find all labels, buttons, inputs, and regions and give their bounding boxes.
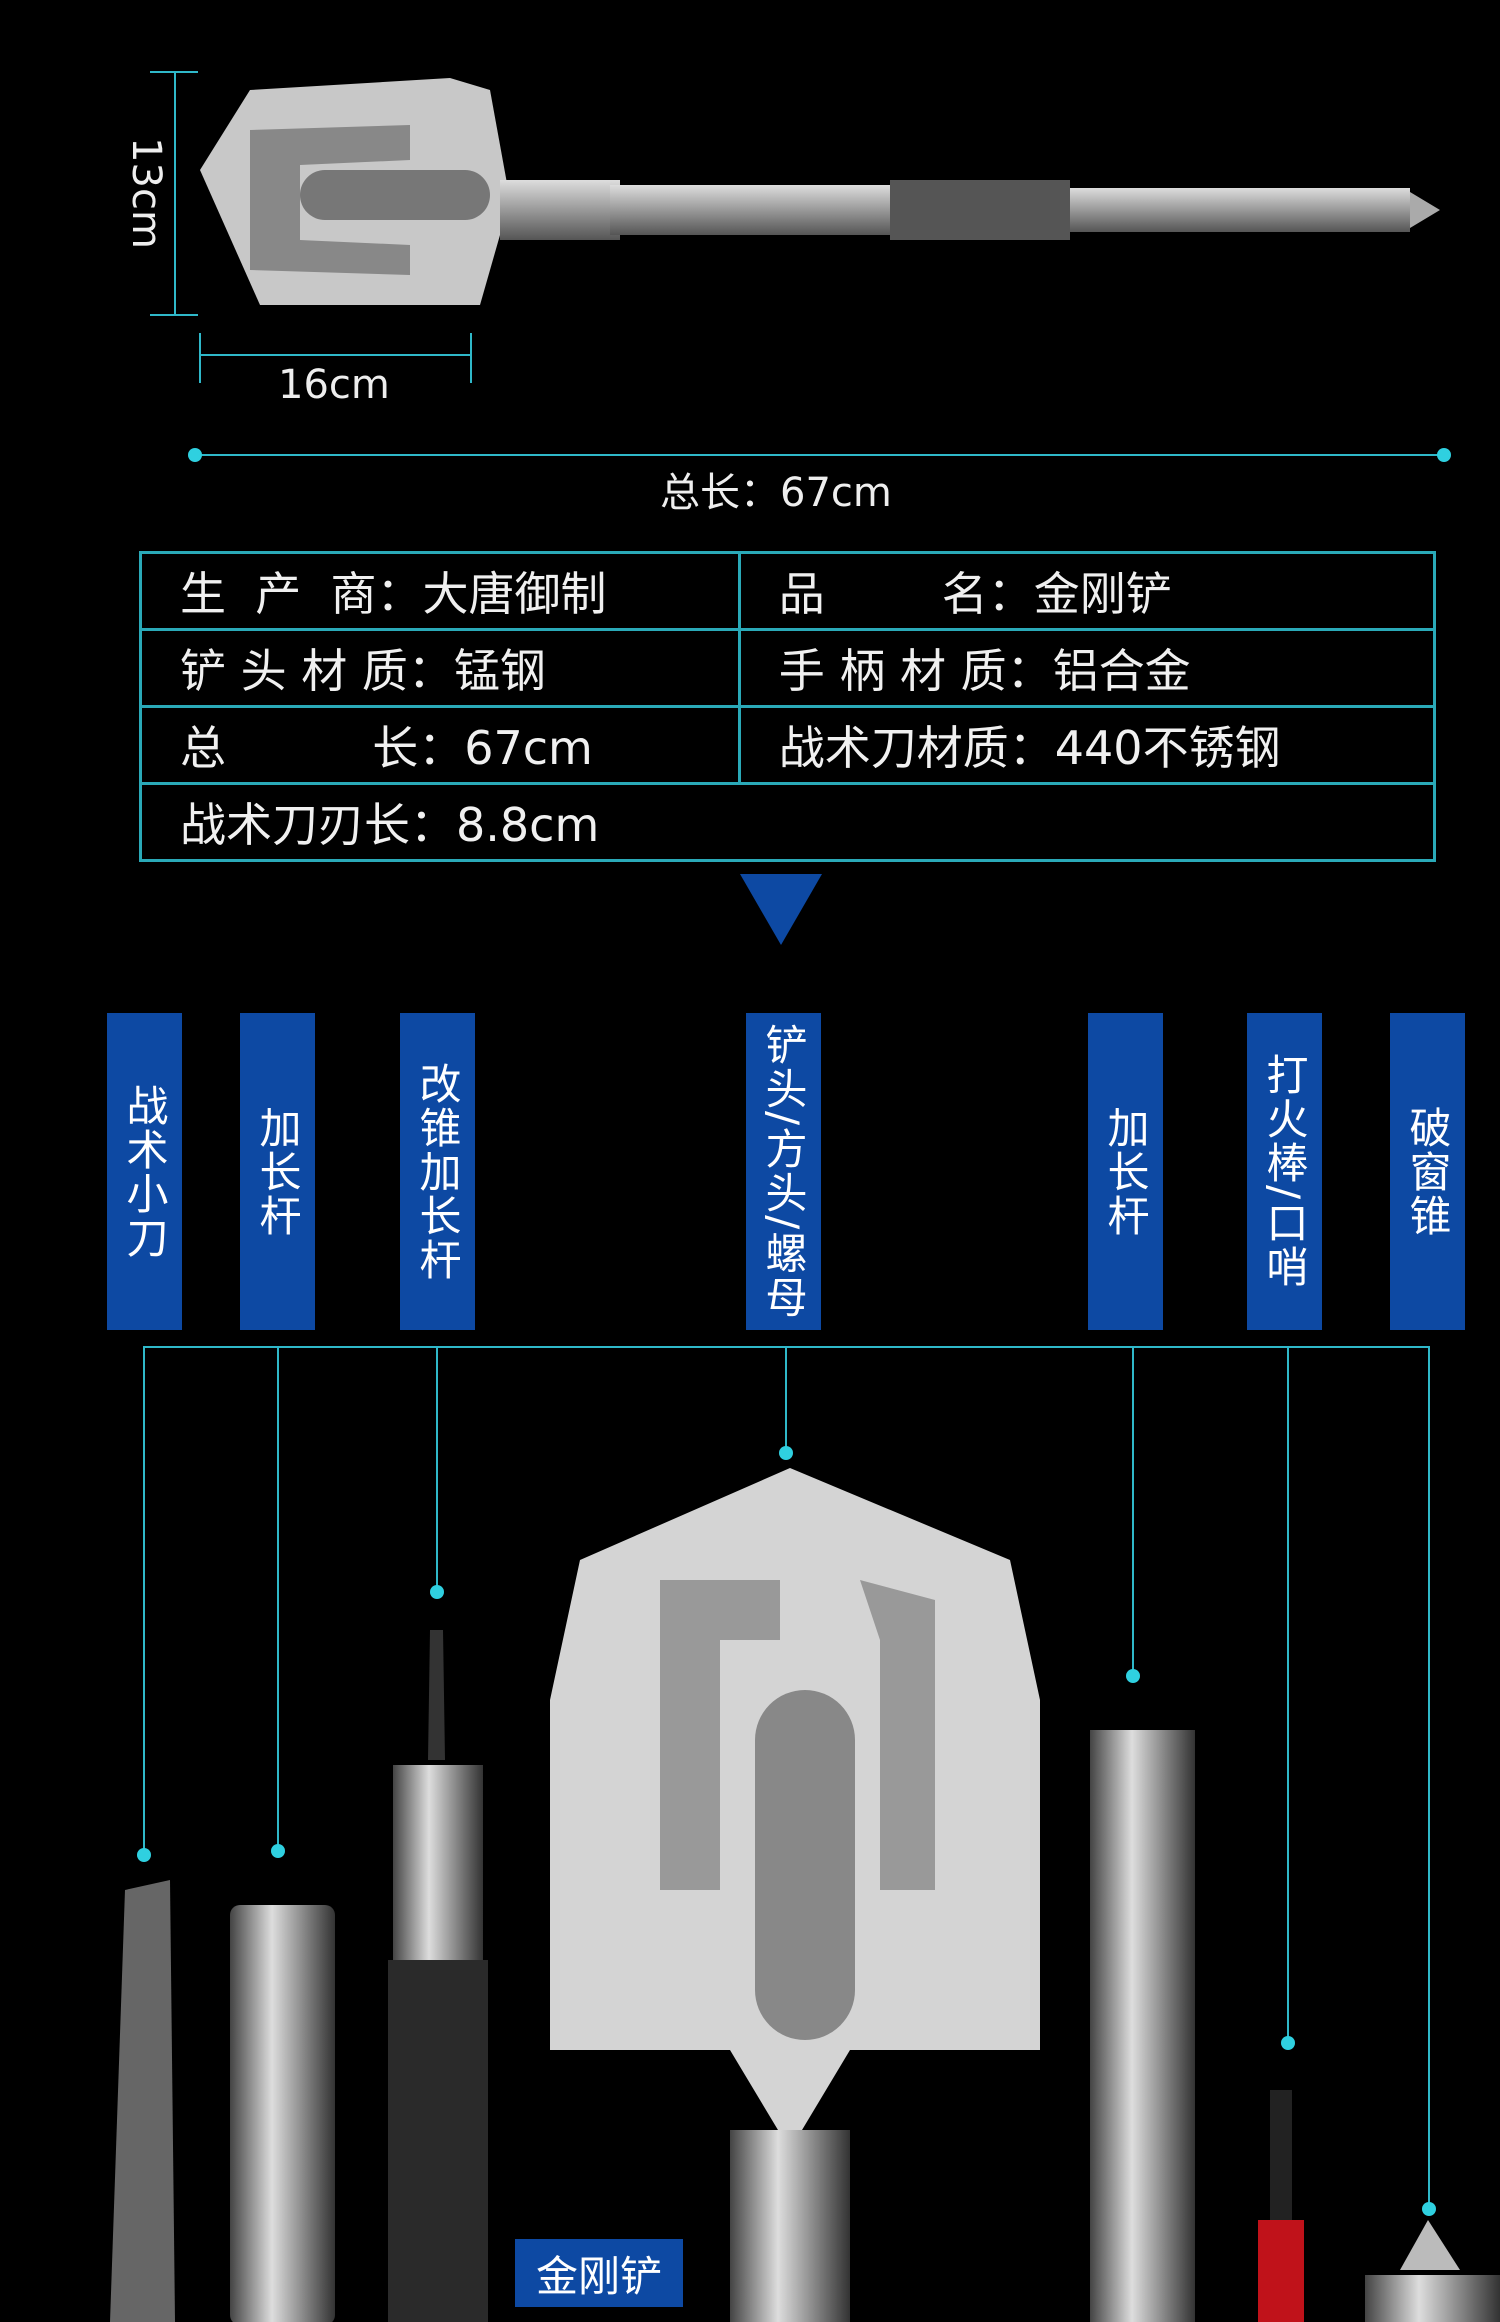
- height-tick-top: [150, 71, 198, 73]
- table-row: 生 产 商：大唐御制品 名：金刚铲: [139, 551, 1437, 631]
- total-length-line: [194, 454, 1444, 456]
- connector-dot: [779, 1446, 793, 1460]
- tag-label: 铲头/方头/螺母: [759, 1023, 808, 1320]
- connector: [277, 1346, 279, 1851]
- spec-table: 生 产 商：大唐御制品 名：金刚铲 铲 头 材 质：锰钢手 柄 材 质：铝合金 …: [139, 551, 1437, 862]
- tag-label: 破窗锥: [1403, 1105, 1452, 1238]
- spec-knife-material: 战术刀材质：440不锈钢: [737, 705, 1437, 785]
- connector: [785, 1346, 787, 1453]
- connector: [1132, 1346, 1134, 1676]
- width-tick-right: [470, 333, 472, 383]
- tag-label: 改锥加长杆: [413, 1061, 462, 1282]
- tag-label: 打火棒/口哨: [1260, 1053, 1309, 1290]
- connector-dot: [271, 1844, 285, 1858]
- part-tag-window-breaker: 破窗锥: [1390, 1013, 1465, 1330]
- spec-blade-length: 战术刀刃长：8.8cm: [139, 782, 1436, 862]
- connector-dot: [1281, 2036, 1295, 2050]
- connector: [1287, 1346, 1289, 2043]
- width-tick-left: [199, 333, 201, 383]
- tag-label: 战术小刀: [120, 1083, 169, 1260]
- width-dimension-line: [200, 354, 471, 356]
- connector-dot: [137, 1848, 151, 1862]
- part-tag-extension-rod: 加长杆: [240, 1013, 315, 1330]
- down-triangle-icon: [740, 874, 822, 945]
- connector-dot: [430, 1585, 444, 1599]
- total-dot-right: [1437, 448, 1451, 462]
- connector: [1428, 1346, 1430, 2209]
- spec-handle-material: 手 柄 材 质：铝合金: [737, 628, 1437, 708]
- total-dot-left: [188, 448, 202, 462]
- part-tag-tactical-knife: 战术小刀: [107, 1013, 182, 1330]
- table-row: 铲 头 材 质：锰钢手 柄 材 质：铝合金: [139, 628, 1437, 708]
- height-dimension-line: [174, 71, 176, 315]
- total-length-label: 总长：67cm: [660, 470, 892, 516]
- table-row: 战术刀刃长：8.8cm: [139, 782, 1436, 862]
- spec-head-material: 铲 头 材 质：锰钢: [139, 628, 741, 708]
- tag-label: 加长杆: [253, 1105, 302, 1238]
- spec-manufacturer: 生 产 商：大唐御制: [139, 551, 741, 631]
- parts-image: [110, 1468, 1500, 2322]
- height-label: 13cm: [122, 137, 169, 249]
- part-tag-extension-rod-2: 加长杆: [1088, 1013, 1163, 1330]
- connector: [143, 1346, 145, 1856]
- spec-total-length: 总 长：67cm: [139, 705, 741, 785]
- height-tick-bottom: [150, 314, 198, 316]
- width-label: 16cm: [278, 362, 390, 408]
- part-tag-screwdriver-rod: 改锥加长杆: [400, 1013, 475, 1330]
- tag-label: 加长杆: [1101, 1105, 1150, 1238]
- product-label: 金刚铲: [515, 2239, 683, 2307]
- part-tag-shovel-head: 铲头/方头/螺母: [746, 1013, 821, 1330]
- connector-dot: [1126, 1669, 1140, 1683]
- connector-dot: [1422, 2202, 1436, 2216]
- part-tag-fire-starter: 打火棒/口哨: [1247, 1013, 1322, 1330]
- connector: [436, 1346, 438, 1592]
- shovel-top-image: [200, 78, 1440, 305]
- spec-product-name: 品 名：金刚铲: [737, 551, 1437, 631]
- connector-line: [144, 1346, 1430, 1348]
